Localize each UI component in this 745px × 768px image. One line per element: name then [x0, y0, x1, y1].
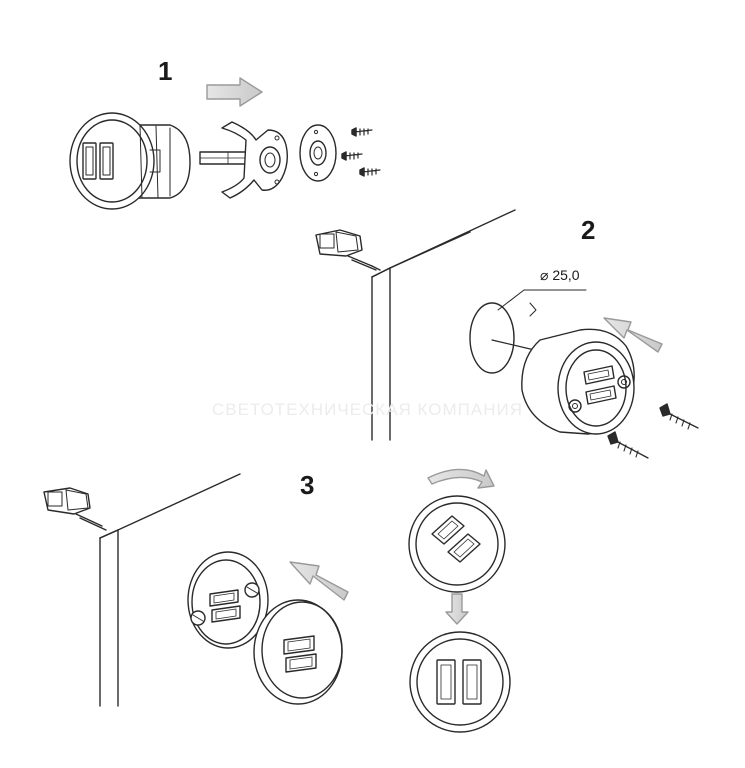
diameter-dimension: ⌀ 25,0	[540, 267, 580, 284]
step3-finishing	[43, 468, 511, 733]
screw-icon	[351, 127, 373, 137]
usb-port-icon	[209, 589, 241, 623]
furniture-panel	[99, 473, 241, 707]
diameter-symbol: ⌀	[540, 267, 549, 283]
screw-hole	[617, 375, 631, 389]
drilled-hole	[469, 302, 515, 374]
usb-socket-flange	[187, 551, 269, 649]
cable-connector-icon	[43, 487, 107, 531]
furniture-panel	[371, 209, 516, 441]
ring-washer	[299, 124, 337, 182]
usb-port-icon	[82, 142, 114, 180]
screw-hole	[568, 399, 582, 413]
arrow-right-icon	[206, 77, 263, 107]
arrow-down-icon	[445, 593, 469, 625]
final-aligned-view	[409, 631, 511, 733]
mounting-clip	[221, 121, 289, 199]
usb-socket-body	[521, 328, 635, 435]
watermark-text: СВЕТОТЕХНИЧЕСКАЯ КОМПАНИЯ	[212, 400, 523, 419]
arrow-left-icon	[289, 561, 349, 601]
usb-port-icon	[436, 659, 482, 705]
screw-icon	[341, 151, 363, 161]
usb-port-icon	[283, 635, 317, 673]
arrow-left-icon	[603, 317, 663, 353]
diameter-value: 25,0	[552, 267, 580, 283]
screw-icon	[607, 431, 649, 459]
usb-socket-body	[69, 112, 191, 210]
cover-cap	[253, 599, 343, 705]
screw-icon	[659, 403, 699, 430]
step-number-1: 1	[158, 56, 173, 86]
usb-port-icon	[431, 515, 481, 563]
step-number-3: 3	[300, 470, 315, 500]
step1-exploded-view	[69, 77, 381, 210]
step-number-2: 2	[581, 215, 596, 245]
rotate-arrow-icon	[427, 468, 495, 489]
cable-connector-icon	[315, 229, 381, 271]
rotate-step-view	[408, 468, 506, 593]
usb-port-icon	[583, 365, 617, 405]
step2-installation	[315, 209, 699, 459]
screw-icon	[359, 167, 381, 177]
